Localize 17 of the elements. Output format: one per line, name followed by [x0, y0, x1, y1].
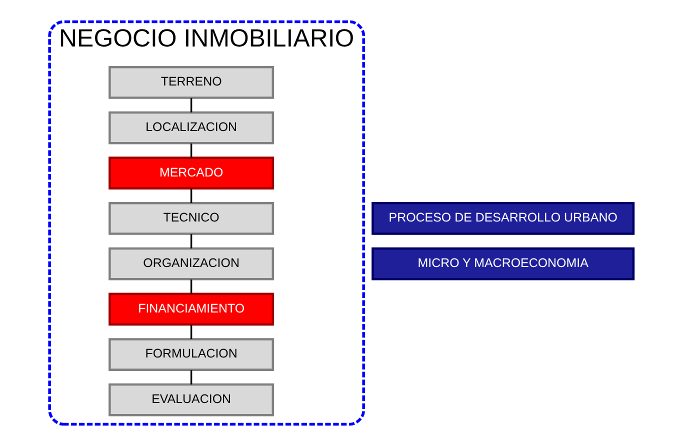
node-box: EVALUACION	[108, 383, 274, 416]
node-box: FINANCIAMIENTO	[108, 292, 274, 326]
connector	[190, 324, 192, 340]
node-box: TERRENO	[108, 66, 274, 99]
node-box: TECNICO	[108, 202, 274, 235]
node-box: MERCADO	[108, 156, 274, 190]
connector	[190, 98, 192, 112]
connector	[190, 144, 192, 158]
connector	[190, 280, 192, 294]
node-box: MICRO Y MACROECONOMIA	[372, 247, 635, 280]
node-box: ORGANIZACION	[108, 247, 274, 280]
node-box: FORMULACION	[108, 338, 274, 371]
connector	[190, 370, 192, 384]
node-box: PROCESO DE DESARROLLO URBANO	[372, 202, 635, 235]
connector	[190, 234, 192, 248]
connector	[190, 188, 192, 204]
node-box: LOCALIZACION	[108, 111, 274, 144]
